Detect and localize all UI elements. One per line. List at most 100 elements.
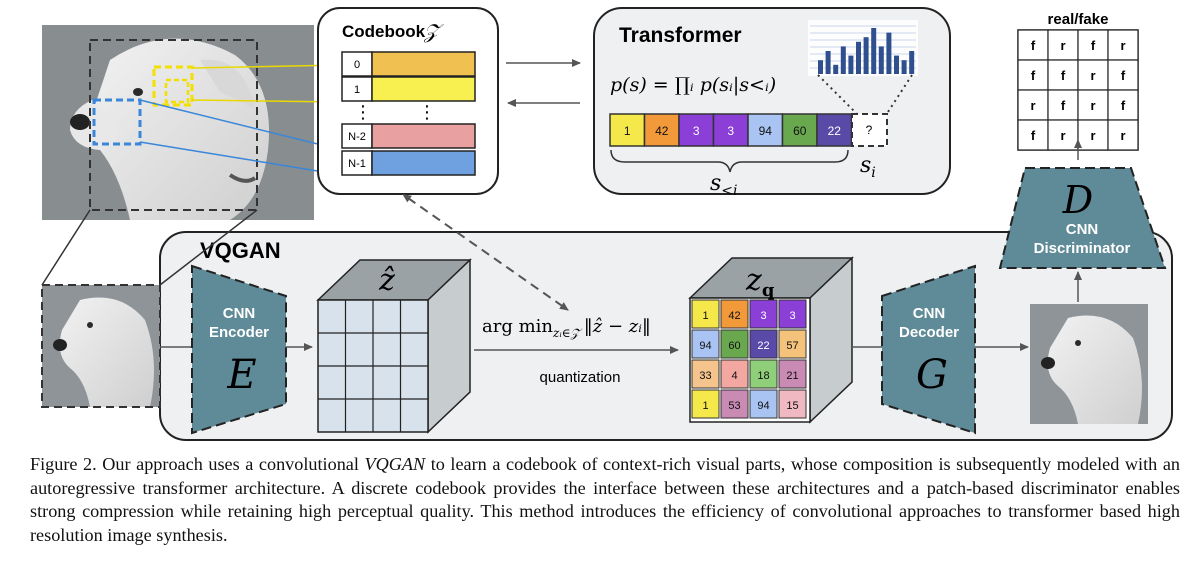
sequence-token-label: 42	[655, 124, 669, 138]
sequence-token-label: 1	[624, 124, 631, 138]
sequence-token	[781, 113, 818, 147]
histogram-bar	[856, 41, 861, 74]
cnn-decoder	[881, 264, 976, 435]
zq-cell-label: 1	[702, 400, 708, 412]
vqgan-title: VQGAN	[200, 238, 281, 263]
unknown-token-label: ?	[866, 123, 873, 137]
small-input-dog	[42, 285, 160, 407]
real-fake-cell	[1047, 29, 1079, 61]
context-brace	[610, 149, 849, 173]
zq-cell	[778, 359, 807, 389]
zq-cell-label: 94	[699, 340, 711, 352]
histogram-bar	[833, 64, 839, 74]
real-fake-label: r	[1090, 128, 1095, 143]
histogram-bar	[863, 37, 869, 74]
decoder-label-2: Decoder	[899, 324, 959, 341]
histogram-bar	[825, 51, 831, 74]
figure-caption: Figure 2. Our approach uses a convolutio…	[30, 453, 1180, 547]
encoder-label-2: Encoder	[209, 324, 269, 341]
codebook-vector	[371, 150, 476, 176]
zq-cell-label: 3	[760, 310, 766, 322]
codebook-ellipsis-left: ⋮	[354, 102, 372, 123]
real-fake-label: r	[1090, 98, 1095, 113]
zhat-symbol: ẑ	[378, 263, 395, 298]
caption-text-1: Figure 2. Our approach uses a convolutio…	[30, 454, 365, 474]
codebook-vector	[371, 51, 476, 77]
yellow-patch-inner	[164, 78, 190, 104]
zq-symbol: zq	[745, 263, 775, 301]
histogram-bar	[818, 60, 823, 74]
real-fake-label: r	[1060, 38, 1065, 53]
real-fake-label: f	[1121, 98, 1126, 113]
real-fake-label: r	[1120, 128, 1125, 143]
real-fake-label: r	[1060, 128, 1065, 143]
codebook-index-label: N-2	[348, 131, 366, 143]
histogram-bar	[886, 32, 892, 74]
encoder-symbol: E	[226, 352, 256, 398]
codebook-symbol: 𝒵	[423, 19, 444, 43]
codebook-title: Codebook	[342, 22, 426, 41]
real-fake-cell	[1077, 119, 1109, 151]
zq-cell	[720, 389, 749, 419]
codebook-index-cell	[341, 51, 373, 77]
sequence-token-label: 22	[828, 124, 842, 138]
yellow-patch	[152, 65, 194, 107]
discriminator-label-1: CNN	[1066, 221, 1099, 238]
codebook-vector	[371, 123, 476, 149]
real-fake-cell	[1107, 59, 1139, 91]
zq-cell-label: 18	[757, 370, 769, 382]
real-fake-header: real/fake	[1048, 11, 1109, 28]
zq-cell-label: 42	[728, 310, 740, 322]
histogram-bar	[840, 46, 846, 74]
real-fake-cell	[1107, 119, 1139, 151]
codebook-index-label: 1	[354, 84, 360, 96]
vqgan-diagram: VQGAN Codebook 𝒵 01N-2N-1 ⋮ ⋮ Transforme…	[41, 7, 1173, 441]
real-fake-label: f	[1121, 68, 1126, 83]
zq-cell-label: 15	[786, 400, 798, 412]
reconstructed-dog-photo	[1030, 304, 1148, 424]
cnn-discriminator	[998, 167, 1167, 269]
histogram-bar	[871, 28, 877, 74]
zq-cell	[691, 329, 720, 359]
zq-cell	[749, 389, 778, 419]
real-fake-label: r	[1090, 68, 1095, 83]
input-dog-photo	[42, 25, 314, 220]
quantization-label: quantization	[540, 369, 621, 386]
sequence-token-label: 60	[793, 124, 807, 138]
real-fake-cell	[1077, 29, 1109, 61]
real-fake-label: f	[1061, 68, 1066, 83]
cnn-encoder	[191, 264, 287, 435]
histogram-bar	[909, 51, 915, 74]
crop-region	[89, 39, 258, 211]
real-fake-label: f	[1091, 38, 1096, 53]
real-fake-cell	[1047, 119, 1079, 151]
zq-cell-label: 3	[789, 310, 795, 322]
transformer-formula: p(s) = ∏ᵢ p(sᵢ|s<ᵢ)	[610, 74, 776, 96]
histogram-bar	[878, 46, 884, 74]
zq-cell	[778, 389, 807, 419]
sequence-token	[609, 113, 646, 147]
caption-vqgan: VQGAN	[364, 454, 426, 474]
zq-cell	[778, 299, 807, 329]
codebook-ellipsis-right: ⋮	[418, 102, 436, 123]
real-fake-label: f	[1031, 68, 1036, 83]
sequence-token-label: 3	[693, 124, 700, 138]
argmin-expression: arg minzᵢ∈𝒵‖ẑ − zᵢ‖	[482, 316, 651, 340]
unknown-token	[851, 113, 888, 147]
zq-cell	[749, 359, 778, 389]
histogram-bar	[901, 60, 907, 74]
codebook-index-cell	[341, 76, 373, 102]
zq-cell	[749, 329, 778, 359]
real-fake-cell	[1047, 59, 1079, 91]
codebook-index-cell	[341, 150, 373, 176]
probability-histogram	[808, 20, 918, 76]
zq-cell-label: 33	[699, 370, 711, 382]
zq-cell	[778, 329, 807, 359]
zq-cell-label: 94	[757, 400, 769, 412]
codebook-lookup-arrow	[402, 193, 569, 311]
sequence-token	[816, 113, 853, 147]
zq-cell-label: 60	[728, 340, 740, 352]
sequence-token-label: 94	[759, 124, 773, 138]
blue-patch	[92, 98, 142, 146]
